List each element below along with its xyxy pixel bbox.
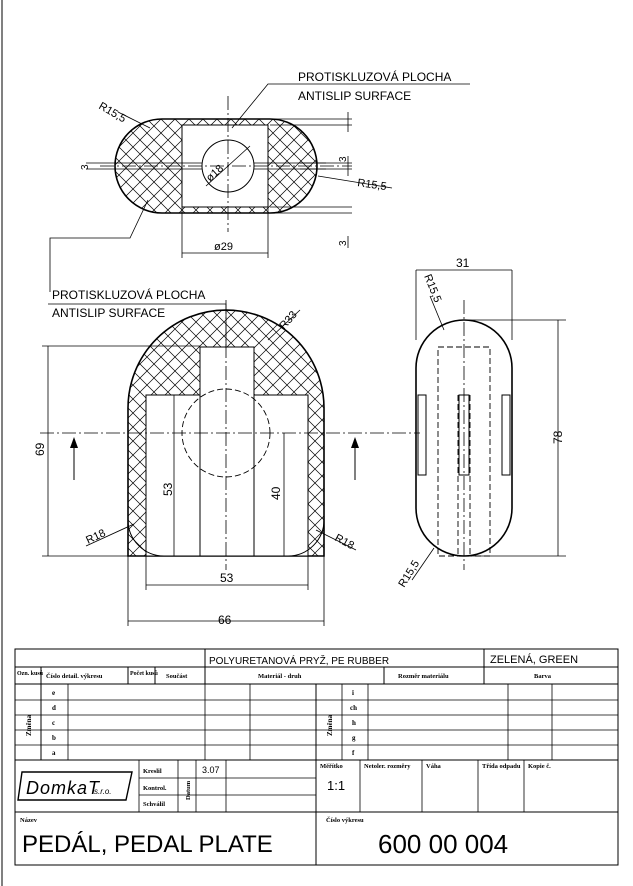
label-vaha: Váha — [426, 763, 442, 770]
drawing-number: 600 00 004 — [378, 829, 508, 859]
title-block — [14, 648, 619, 866]
dim-r15-5-side-top: R15,5 — [421, 273, 443, 305]
dim-3-left: 3 — [80, 164, 91, 170]
side-view — [411, 269, 566, 581]
rev-left-d: d — [52, 704, 56, 712]
zmena-left: Změna — [25, 715, 33, 737]
dim-r18-right: R18 — [333, 532, 356, 552]
drawing-title: PEDÁL, PEDAL PLATE — [22, 831, 273, 858]
dim-66: 66 — [218, 613, 232, 627]
dim-69: 69 — [33, 442, 47, 456]
rev-right-h: h — [352, 719, 356, 727]
label-datum: Datum — [185, 780, 192, 800]
antislip-left-en: ANTISLIP SURFACE — [52, 306, 165, 320]
top-view — [49, 83, 470, 292]
label-kontrol: Kontrol. — [143, 785, 167, 792]
rev-right-f: f — [352, 749, 355, 757]
dim-r15-5-side-bottom: R15,5 — [396, 558, 422, 589]
company-logo: DomkaT — [26, 778, 101, 798]
dim-3-right-b: 3 — [338, 240, 349, 246]
label-netoler: Netoler. rozměry — [364, 763, 411, 770]
header-pocet-kusu: Počet kusů — [130, 670, 158, 677]
rev-left-a: a — [52, 749, 56, 757]
scale-value: 1:1 — [327, 778, 345, 793]
rev-right-g: g — [352, 734, 356, 742]
dim-40: 40 — [269, 486, 283, 500]
rev-left-b: b — [52, 734, 56, 742]
dim-r18-left: R18 — [84, 527, 107, 546]
antislip-top-cz: PROTISKLUZOVÁ PLOCHA — [298, 69, 451, 84]
rev-right-i: i — [352, 689, 354, 697]
front-view — [40, 300, 420, 626]
label-schvalil: Schválil — [143, 801, 165, 808]
antislip-left-cz: PROTISKLUZOVÁ PLOCHA — [52, 287, 205, 302]
dim-78: 78 — [551, 430, 565, 444]
color-value: ZELENÁ, GREEN — [490, 653, 578, 666]
dim-r15-5-top-left: R15,5 — [97, 100, 128, 125]
label-nazev: Název — [20, 817, 38, 824]
header-barva: Barva — [534, 673, 552, 680]
rev-left-c: c — [52, 719, 55, 727]
dim-53-horizontal: 53 — [220, 571, 234, 585]
dim-31: 31 — [456, 256, 470, 270]
rev-right-ch: ch — [350, 704, 357, 712]
dim-3-right-a: 3 — [338, 156, 349, 162]
label-cislo-vykresu: Číslo výkresu — [326, 816, 364, 824]
dim-53-vertical: 53 — [161, 482, 175, 496]
dim-r15-5-top-right: R15,5 — [357, 177, 388, 193]
header-material: Materiál - druh — [258, 673, 302, 680]
material-value: POLYURETANOVÁ PRYŽ, PE RUBBER — [209, 654, 389, 667]
header-soucast: Součást — [166, 673, 188, 680]
header-cislo-detail: Číslo detail. výkresu — [46, 672, 103, 680]
dim-dia29: ø29 — [214, 241, 233, 253]
header-rozmer: Rozměr materiálu — [398, 673, 449, 680]
company-suffix: s.r.o. — [94, 787, 111, 796]
label-kreslil: Kreslil — [143, 768, 162, 775]
zmena-right: Změna — [326, 715, 334, 737]
label-meritko: Měřítko — [320, 763, 343, 770]
label-trida: Třída odpadu — [482, 763, 521, 770]
rev-left-e: e — [52, 689, 55, 697]
antislip-top-en: ANTISLIP SURFACE — [298, 89, 411, 103]
label-kopie: Kopie č. — [528, 763, 551, 770]
header-ozn-kusu: Ozn. kusů — [17, 670, 44, 677]
date-value: 3.07 — [202, 765, 220, 775]
